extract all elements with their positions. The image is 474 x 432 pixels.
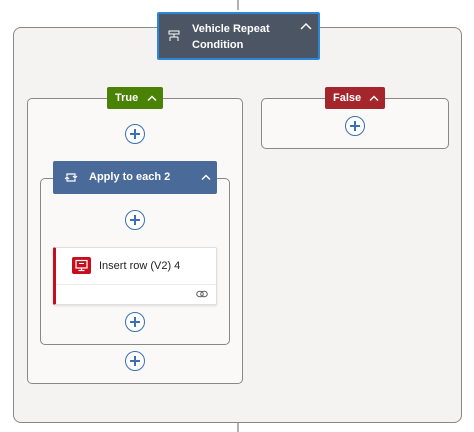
excel-online-icon [72, 257, 91, 274]
add-step-loop-bottom-button[interactable] [125, 312, 145, 332]
condition-title-line2: Condition [192, 39, 244, 51]
chevron-up-icon[interactable] [300, 22, 312, 30]
card-divider [56, 284, 216, 285]
condition-title: Vehicle Repeat Condition [192, 21, 302, 53]
insert-row-title: Insert row (V2) 4 [99, 260, 181, 272]
condition-icon [168, 30, 180, 41]
apply-to-each-title: Apply to each 2 [89, 171, 171, 183]
condition-title-line1: Vehicle Repeat [192, 23, 270, 35]
true-branch-badge[interactable]: True [107, 87, 163, 109]
false-branch-label: False [333, 92, 362, 104]
add-step-false-button[interactable] [345, 116, 365, 136]
false-branch-badge[interactable]: False [325, 87, 385, 109]
add-step-true-top-button[interactable] [125, 124, 145, 144]
insert-row-action-card[interactable]: Insert row (V2) 4 [53, 247, 217, 305]
chevron-up-icon[interactable] [147, 95, 157, 101]
true-branch-label: True [115, 92, 139, 104]
chevron-up-icon[interactable] [201, 174, 211, 180]
add-step-true-bottom-button[interactable] [125, 351, 145, 371]
link-icon[interactable] [196, 290, 208, 298]
loop-icon [64, 173, 78, 182]
add-step-loop-top-button[interactable] [125, 210, 145, 230]
apply-to-each-card[interactable]: Apply to each 2 [53, 161, 217, 194]
condition-action-card[interactable]: Vehicle Repeat Condition [157, 12, 320, 60]
chevron-up-icon[interactable] [369, 95, 379, 101]
